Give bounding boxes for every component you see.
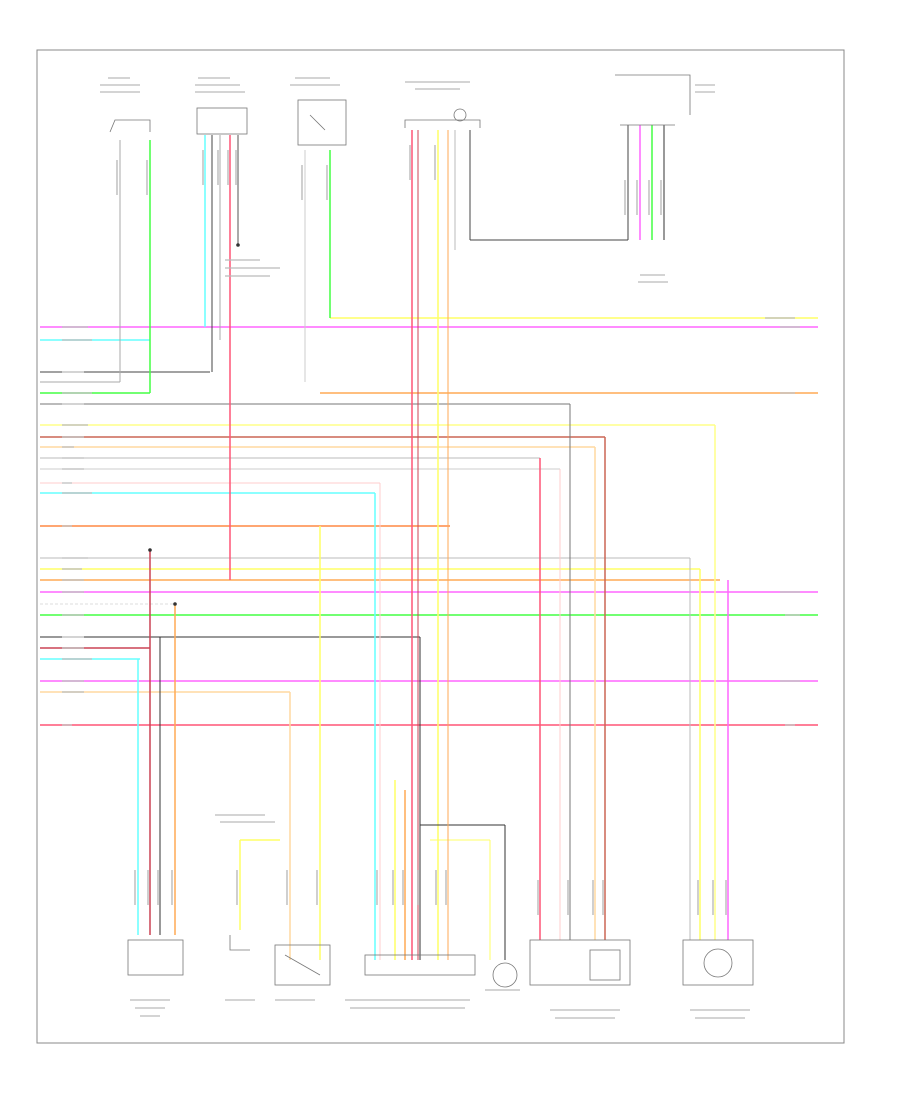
component-switch-bottom-2 — [229, 935, 250, 951]
component-vehicle-speed-sensor — [404, 108, 481, 128]
vertical-wires — [119, 125, 729, 960]
component-brake-switch — [297, 99, 347, 146]
component-top-left-sensor — [109, 119, 151, 133]
component-top-right-connector — [615, 74, 691, 126]
splice-points — [148, 243, 240, 606]
illegible-labels — [62, 77, 800, 1019]
diagram-frame — [36, 49, 845, 1044]
connector-pins — [116, 145, 727, 915]
horizontal-wires — [40, 317, 818, 726]
component-sensor-bottom-1 — [127, 939, 184, 976]
component-relay-bottom-3 — [274, 944, 331, 986]
component-module-bottom-6 — [529, 939, 631, 986]
component-module-bottom-7 — [682, 939, 754, 986]
components — [109, 74, 754, 988]
component-module-bottom-4 — [364, 954, 476, 976]
component-sensor-bottom-5 — [492, 962, 518, 988]
component-switch-assembly — [196, 107, 248, 135]
